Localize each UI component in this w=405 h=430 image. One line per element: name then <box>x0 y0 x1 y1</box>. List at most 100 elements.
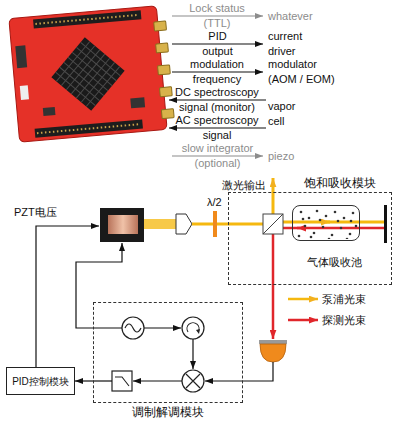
filter-symbol <box>115 377 129 386</box>
wire <box>192 339 193 369</box>
pzt-wire <box>36 226 99 367</box>
target-name: vapor cell <box>268 99 308 129</box>
pump-beam <box>283 221 330 224</box>
probe-beam <box>272 234 275 339</box>
half-wave-plate <box>213 211 217 237</box>
laser-housing <box>100 208 144 242</box>
board-pcb <box>9 6 167 142</box>
heatsink-body <box>51 37 124 110</box>
legend-text: 泵浦光束 <box>322 292 366 307</box>
gas-particle <box>331 234 334 237</box>
signal-arrow <box>172 43 263 44</box>
laser-crystal <box>108 215 138 234</box>
gas-particle <box>300 211 303 214</box>
box-text: PID控制模块 <box>12 374 69 389</box>
sma-connector <box>161 109 174 119</box>
gas-particle <box>313 232 316 235</box>
collimator <box>176 214 192 234</box>
pump-beam <box>326 221 384 224</box>
signal-name: modulation frequency <box>182 57 252 87</box>
signal-label: PZT电压 <box>14 205 57 220</box>
sma-connector <box>159 87 172 97</box>
wire <box>133 380 182 381</box>
probe-beam <box>297 227 384 230</box>
sine-symbol <box>125 324 141 332</box>
gas-particle <box>322 226 325 229</box>
mirror <box>384 205 387 243</box>
chip <box>43 107 56 116</box>
node-heading: 气体吸收池 <box>307 255 362 270</box>
node-heading: 饱和吸收模块 <box>304 176 376 191</box>
gas-particle <box>298 235 301 238</box>
signal-name: Lock status (TTL) <box>182 1 252 31</box>
chip <box>20 85 29 100</box>
phase-symbol <box>196 329 200 334</box>
gas-particle <box>355 225 358 228</box>
signal-connector <box>75 380 93 381</box>
legend-text: 探测光束 <box>322 313 366 328</box>
vapor-cell: 气体吸收池 <box>292 205 360 241</box>
gas-particle <box>328 238 331 239</box>
beam-label: 激光输出 <box>222 178 266 193</box>
signal-arrow <box>172 71 263 72</box>
pin-header <box>33 10 141 28</box>
target-name: piezo <box>268 149 294 164</box>
detector-wire <box>205 362 273 381</box>
wire <box>144 327 181 328</box>
signal-arrow <box>172 15 263 16</box>
gas-particle <box>325 215 328 218</box>
target-name: whatever <box>268 9 313 24</box>
pin-header <box>35 119 143 137</box>
part-label: λ/2 <box>207 195 222 210</box>
process-box: PID控制模块 <box>6 367 75 395</box>
signal-name: DC spectroscopy signal (monitor) <box>172 85 262 115</box>
gas-particle <box>334 211 337 214</box>
low-pass-filter <box>112 371 132 391</box>
gas-particle <box>302 218 305 221</box>
gas-particle <box>352 212 355 215</box>
beam-splitter <box>263 214 283 234</box>
header-pins <box>35 15 139 24</box>
signal-arrow <box>169 127 266 128</box>
legend-sample <box>288 298 318 301</box>
gas-particle <box>337 220 340 223</box>
signal-arrow <box>169 99 266 100</box>
mixer <box>182 370 204 392</box>
photodetector <box>259 340 287 344</box>
gas-particle <box>340 227 343 230</box>
signal-name: slow integrator (optional) <box>175 141 260 171</box>
gas-particle <box>350 220 353 223</box>
modulation-wire <box>76 243 122 328</box>
heatsink <box>51 37 124 110</box>
legend-sample <box>288 319 318 322</box>
gas-particle <box>304 225 307 228</box>
gas-particle <box>319 219 322 222</box>
oscillator <box>122 317 144 339</box>
target-name: modulator (AOM / EOM) <box>268 57 343 87</box>
sma-connector <box>158 65 171 75</box>
beam-splitter <box>263 214 283 234</box>
node-heading: 调制解调模块 <box>94 405 242 420</box>
chip <box>15 45 27 68</box>
target-name: current driver <box>268 29 318 59</box>
wire <box>93 380 112 381</box>
signal-name: PID output <box>195 29 240 59</box>
phase-shifter <box>182 317 204 339</box>
heatsink-fins <box>51 37 124 110</box>
gas-particle <box>310 236 313 239</box>
mixer-symbol <box>186 374 200 388</box>
gas-particles <box>293 206 358 239</box>
sma-connector <box>156 43 169 53</box>
module-region: 饱和吸收模块气体吸收池 <box>228 192 392 285</box>
signal-arrow <box>172 155 263 156</box>
gas-particle <box>316 210 319 213</box>
photodetector <box>260 344 286 362</box>
pump-beam <box>144 219 176 229</box>
module-region: 调制解调模块 <box>93 302 243 403</box>
gas-particle <box>346 238 349 239</box>
gas-particle <box>343 217 346 220</box>
header-pins <box>37 124 141 133</box>
red-pitaya-board <box>9 5 175 142</box>
signal-name: AC spectroscopy signal <box>172 113 262 143</box>
